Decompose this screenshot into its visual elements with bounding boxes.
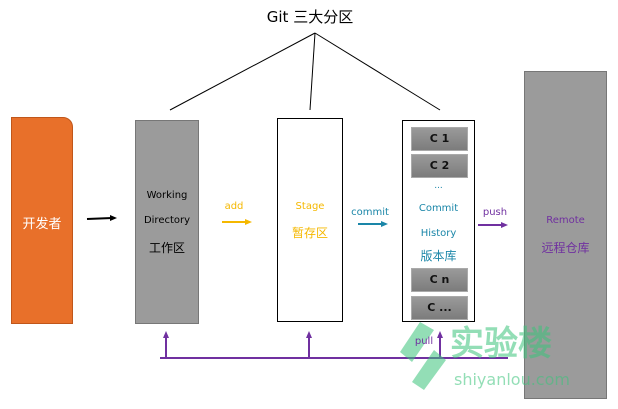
working-label: Working: [146, 190, 188, 201]
developer-label: 开发者: [22, 217, 62, 232]
title-line-repo: [314, 32, 441, 111]
commit-history-label-1: Commit: [418, 203, 459, 214]
pull-arrows: [160, 331, 508, 359]
dev-arrow: [86, 215, 117, 221]
stage-box: Stage 暂存区: [277, 118, 343, 322]
add-arrow: [222, 219, 252, 225]
developer-box: 开发者: [11, 117, 73, 324]
commit-c1: C 1: [411, 127, 468, 151]
title-line-stage: [309, 32, 316, 111]
watermark-domain: shiyanlou.com: [454, 370, 570, 389]
commit-c-more: C ...: [411, 296, 468, 320]
remote-label: Remote: [546, 215, 585, 226]
watermark-brand: 实验楼: [450, 324, 552, 364]
commit-c2: C 2: [411, 154, 468, 178]
commit-label: commit: [351, 207, 389, 218]
commit-history-label-2: History: [420, 228, 457, 239]
pull-label: pull: [414, 336, 434, 347]
commit-arrow: [358, 221, 388, 227]
repo-zh-label: 版本库: [420, 249, 457, 263]
diagram-title: Git 三大分区: [266, 8, 354, 26]
working-zh-label: 工作区: [148, 241, 185, 255]
repository-box: C 1 C 2 ... Commit History 版本库 C n C ...: [402, 120, 475, 322]
push-label: push: [482, 207, 508, 218]
stage-zh-label: 暂存区: [291, 226, 328, 240]
remote-box: Remote 远程仓库: [524, 71, 607, 399]
shiyanlou-logo-icon: [400, 322, 446, 390]
push-arrow: [478, 222, 508, 228]
working-directory-box: Working Directory 工作区: [135, 120, 199, 324]
title-line-working: [169, 32, 316, 111]
directory-label: Directory: [143, 215, 191, 226]
add-label: add: [224, 201, 244, 212]
stage-label: Stage: [295, 201, 325, 212]
commit-ellipsis: ...: [434, 181, 443, 191]
remote-zh-label: 远程仓库: [541, 241, 590, 255]
commit-cn: C n: [411, 268, 468, 292]
